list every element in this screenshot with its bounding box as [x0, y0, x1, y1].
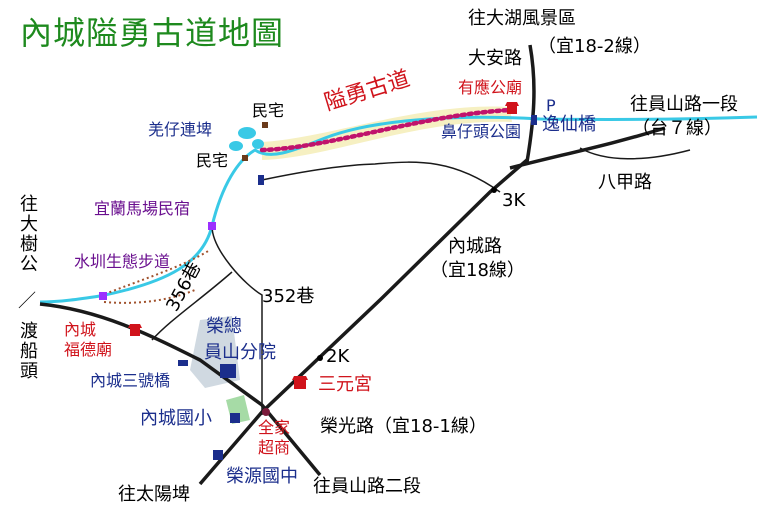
- label-daan-road: 大安路: [468, 48, 522, 69]
- label-k3: 3K: [502, 190, 526, 211]
- river: [39, 115, 758, 304]
- label-house-top: 民宅: [252, 101, 285, 120]
- label-fude-temple-1: 內城: [64, 320, 97, 339]
- hospital-marker: [220, 364, 236, 378]
- label-youying-temple: 有應公廟: [458, 78, 523, 97]
- family-mart-marker: [262, 408, 270, 416]
- school-marker: [230, 413, 240, 423]
- map-title: 內城隘勇古道地圖: [20, 14, 285, 52]
- pond-3: [252, 139, 264, 149]
- label-neicheng-road: 內城路: [448, 236, 502, 257]
- shuijun-trail-line-2: [103, 289, 196, 304]
- label-bizaitou-park: 鼻仔頭公園: [441, 122, 522, 141]
- label-rongyuan-school: 榮源國中: [226, 466, 298, 487]
- trail-band: [262, 106, 512, 160]
- label-family-mart-2: 超商: [258, 438, 291, 457]
- label-route18: （宜18線）: [430, 260, 525, 281]
- label-sanyuan-temple: 三元宮: [318, 374, 372, 395]
- homestay-marker: [208, 222, 216, 230]
- label-family-mart-1: 全家: [258, 418, 291, 437]
- label-k2: 2K: [326, 346, 350, 367]
- label-dashu-slash: ／: [18, 291, 36, 312]
- local-road-line: [261, 161, 501, 193]
- label-shuijun-trail: 水圳生態步道: [74, 252, 171, 271]
- label-tai7: （台７線）: [632, 118, 722, 139]
- neicheng-road-line: [198, 158, 529, 486]
- label-bridge3: 內城三號橋: [90, 371, 171, 390]
- label-p-sign: P: [546, 96, 556, 115]
- bridge-marker-1: [258, 175, 264, 185]
- label-dashu-col2: 渡船頭: [20, 321, 38, 383]
- label-yuanshan2: 往員山路二段: [313, 476, 421, 497]
- pond-1: [238, 127, 256, 139]
- label-yilan-homestay: 宜蘭馬場民宿: [94, 199, 191, 218]
- k2-dot: [317, 355, 323, 361]
- yuanshan1-road-line: [509, 126, 666, 170]
- bridge3-marker: [178, 360, 188, 366]
- daan-road-line: [525, 44, 536, 163]
- label-dashu-col1: 往大樹公: [20, 194, 38, 276]
- temple-icon-youying: [505, 102, 519, 114]
- bajia-road-line: [579, 147, 691, 160]
- label-yixian-bridge: 逸仙橋: [542, 114, 596, 135]
- temple-icon-sanyuan: [292, 376, 308, 389]
- rongyuan-marker: [213, 450, 223, 460]
- label-yuanshan1: 往員山路一段: [630, 94, 738, 115]
- label-fude-temple-2: 福德廟: [64, 340, 113, 359]
- yixian-bridge-marker: [531, 115, 537, 125]
- label-vgh-2: 員山分院: [204, 342, 276, 363]
- house-marker-top: [262, 122, 268, 128]
- pond-2: [229, 141, 243, 151]
- temple-icon-fude: [128, 324, 142, 336]
- shuijun-marker: [99, 292, 107, 300]
- label-lane352: 352巷: [262, 286, 315, 307]
- trail-line: [259, 107, 513, 153]
- lane356-line: [211, 225, 263, 415]
- k3-dot: [491, 187, 497, 193]
- label-route18-2: （宜18-2線）: [538, 36, 651, 57]
- label-dahu: 往大湖風景區: [468, 8, 576, 29]
- lane356-branch: [151, 271, 233, 341]
- label-bajia-road: 八甲路: [598, 172, 652, 193]
- label-rongguang: 榮光路（宜18-1線）: [320, 416, 487, 437]
- label-jiangzai-pond: 羌仔連埤: [148, 120, 213, 139]
- label-neicheng-school: 內城國小: [140, 408, 212, 429]
- house-marker-bottom: [242, 155, 248, 161]
- label-taiyang: 往太陽埤: [118, 484, 190, 505]
- label-house-bottom: 民宅: [196, 151, 229, 170]
- label-vgh-1: 榮總: [206, 316, 242, 337]
